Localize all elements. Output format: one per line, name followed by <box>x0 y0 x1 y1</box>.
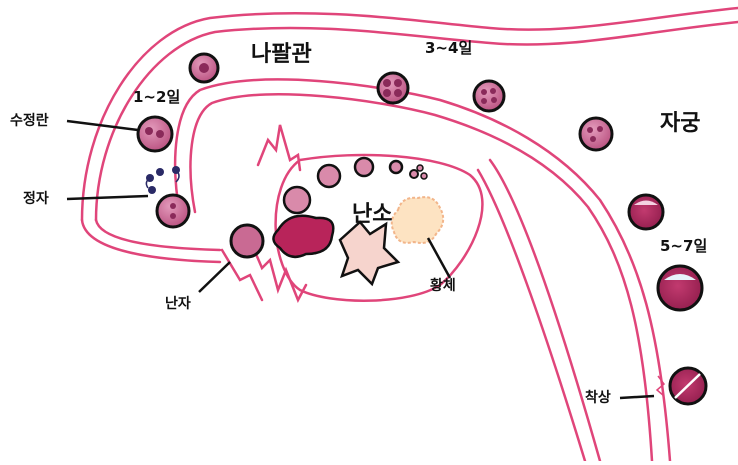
morula-cell-3 <box>580 118 612 150</box>
morula-cell-2 <box>474 81 504 111</box>
day-5-7-label: 5~7일 <box>660 235 707 256</box>
day-1-2-label: 1~2일 <box>133 86 180 107</box>
implantation-label: 착상 <box>585 387 611 407</box>
blastocyst-2 <box>658 266 702 310</box>
collapsed-follicle <box>340 222 398 284</box>
fertilized-egg-cell <box>138 117 172 151</box>
ovary-label: 난소 <box>352 196 392 228</box>
egg-label: 난자 <box>165 293 191 313</box>
morula-cell-1 <box>378 73 408 103</box>
corpus-luteum-label: 황체 <box>430 275 456 295</box>
uterus-label: 자궁 <box>660 105 700 137</box>
blastocyst-1 <box>629 195 663 229</box>
zygote-day0 <box>190 54 218 82</box>
sperm-label: 정자 <box>23 188 49 208</box>
corpus-luteum <box>392 197 443 243</box>
ruptured-follicle <box>273 216 333 257</box>
egg-with-sperm-cell <box>157 195 189 227</box>
day-3-4-label: 3~4일 <box>425 37 472 58</box>
fallopian-tube-label: 나팔관 <box>251 36 312 68</box>
fertilized-egg-label: 수정란 <box>10 110 49 130</box>
egg-cell <box>231 225 263 257</box>
